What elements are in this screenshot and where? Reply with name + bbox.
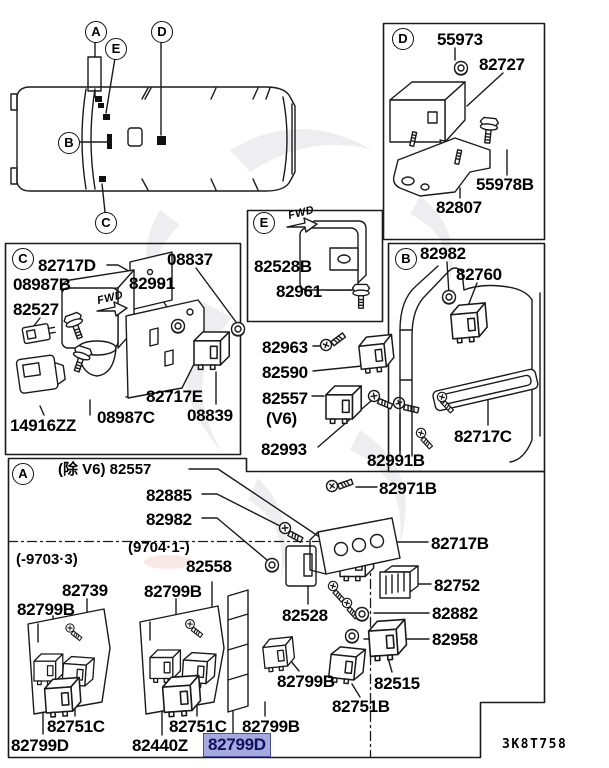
part-label-82717e: 82717E — [146, 387, 203, 406]
callout-d: D — [151, 21, 173, 43]
part-label-82557-v6: 82557 — [262, 389, 308, 408]
part-label-82799d-highlighted[interactable]: 82799D — [203, 733, 271, 757]
part-label-82528b: 82528B — [254, 257, 312, 276]
part-label-82752: 82752 — [434, 576, 480, 595]
date-range-9704: (9704·1-) — [128, 539, 190, 556]
part-label-82958: 82958 — [432, 630, 478, 649]
callout-c: C — [95, 212, 117, 234]
part-label-82557-except-v6: (除 V6) 82557 — [58, 461, 152, 478]
part-label-08987c: 08987C — [97, 408, 155, 427]
part-label-82799d-old: 82799D — [11, 736, 69, 755]
drawing-code: 3K8T758 — [502, 737, 568, 752]
part-label-82727: 82727 — [479, 55, 525, 74]
part-label-08987b: 08987B — [13, 275, 71, 294]
part-label-82528: 82528 — [282, 606, 328, 625]
part-label-82799b-new1: 82799B — [144, 582, 202, 601]
part-label-82991: 82991 — [129, 274, 175, 293]
part-label-v6-note: (V6) — [266, 409, 297, 428]
section-e-drawing — [286, 217, 371, 309]
part-label-82527: 82527 — [13, 300, 59, 319]
part-label-82739: 82739 — [62, 581, 108, 600]
part-label-82558: 82558 — [186, 557, 232, 576]
part-label-82991b: 82991B — [367, 451, 425, 470]
part-label-82440z: 82440Z — [132, 736, 188, 755]
part-label-82885: 82885 — [146, 486, 192, 505]
section-b-drawing — [399, 261, 541, 463]
part-label-82799b-old: 82799B — [17, 600, 75, 619]
mid-column-drawing — [311, 330, 422, 452]
part-label-82515: 82515 — [374, 674, 420, 693]
part-label-82751c-new: 82751C — [169, 717, 227, 736]
section-b-letter: B — [395, 248, 417, 270]
part-label-82971b: 82971B — [379, 479, 437, 498]
part-label-82590: 82590 — [262, 363, 308, 382]
part-label-82799b-new2: 82799B — [277, 672, 335, 691]
part-label-55978b: 55978B — [476, 175, 534, 194]
section-a-letter: A — [12, 463, 34, 485]
section-c-drawing — [15, 251, 246, 416]
part-label-55973: 55973 — [437, 30, 483, 49]
part-label-14916zz: 14916ZZ — [10, 416, 76, 435]
part-label-82717d: 82717D — [38, 256, 96, 275]
part-label-82751b: 82751B — [332, 697, 390, 716]
part-label-82717c: 82717C — [454, 427, 512, 446]
part-label-82982-b: 82982 — [420, 244, 466, 263]
part-label-82751c-old: 82751C — [47, 717, 105, 736]
part-label-08837: 08837 — [167, 250, 213, 269]
part-label-82993: 82993 — [261, 440, 307, 459]
part-label-82982-a: 82982 — [146, 510, 192, 529]
callout-e: E — [105, 38, 127, 60]
car-top-view — [10, 40, 296, 213]
section-a-drawing — [27, 468, 432, 736]
part-label-82760: 82760 — [456, 265, 502, 284]
section-c-letter: C — [12, 248, 34, 270]
part-label-82717b: 82717B — [431, 534, 489, 553]
callout-a: A — [85, 21, 107, 43]
part-label-82799b-new3: 82799B — [242, 717, 300, 736]
part-label-08839: 08839 — [187, 406, 233, 425]
section-d-letter: D — [392, 28, 414, 50]
part-label-82882: 82882 — [432, 604, 478, 623]
callout-b: B — [58, 132, 80, 154]
part-label-82807: 82807 — [436, 198, 482, 217]
section-d-drawing — [389, 47, 508, 199]
section-e-letter: E — [253, 212, 275, 234]
date-range-9703: (-9703·3) — [16, 551, 78, 568]
part-label-82961: 82961 — [276, 282, 322, 301]
part-label-82963: 82963 — [262, 338, 308, 357]
